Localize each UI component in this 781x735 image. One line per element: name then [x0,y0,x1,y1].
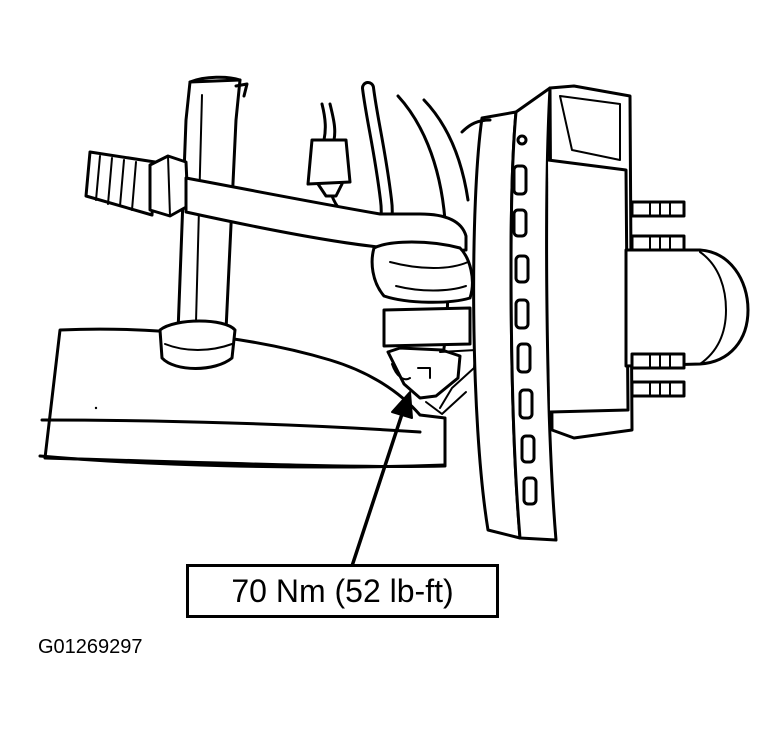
figure-id: G01269297 [38,636,143,658]
ball-joint-nut [386,346,477,415]
wheel-studs [630,200,686,398]
torque-value-text: 70 Nm (52 lb-ft) [231,572,454,609]
lower-control-arm [38,327,447,469]
brake-rotor [460,86,558,542]
tie-rod-end [370,240,474,348]
tie-rod [84,150,468,253]
torque-specification-label: 70 Nm (52 lb-ft) [186,564,499,618]
leader-arrow-icon [350,391,413,568]
wheel-hub [546,84,750,440]
